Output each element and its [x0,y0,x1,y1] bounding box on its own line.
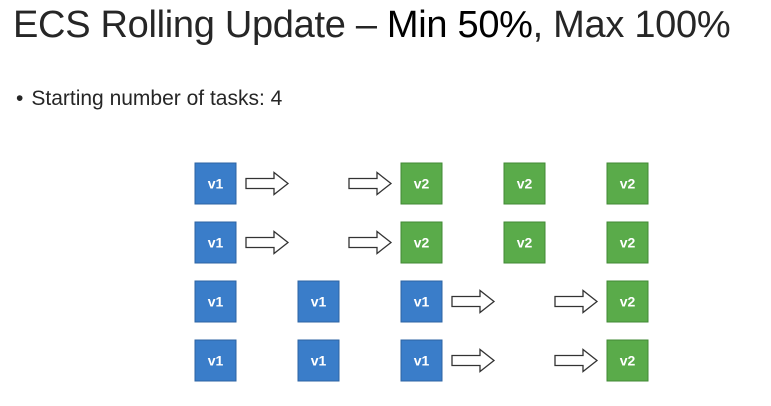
task-box-label: v2 [414,176,430,192]
task-box-label: v1 [414,294,430,310]
right-arrow-icon [245,230,290,255]
task-box-rect [606,162,649,205]
task-box-rect [606,280,649,323]
title-part-3: , Max 100% [532,4,731,46]
slide-title: ECS Rolling Update – Min 50%, Max 100% [13,4,731,47]
task-box-rect [400,339,443,382]
task-box-rect [503,162,546,205]
task-box-v2-c3-r0: v2 [503,162,546,205]
task-box-label: v1 [208,353,224,369]
task-box-label: v2 [620,176,636,192]
task-box-v2-c4-r3: v2 [606,339,649,382]
task-box-v1-c2-r2: v1 [400,280,443,323]
task-box-label: v1 [311,353,327,369]
task-box-label: v2 [517,235,533,251]
task-box-v1-c1-r2: v1 [297,280,340,323]
task-box-label: v2 [414,235,430,251]
task-box-v2-c2-r1: v2 [400,221,443,264]
right-arrow-icon [245,171,290,196]
right-arrow-icon [451,348,496,373]
task-box-v2-c4-r2: v2 [606,280,649,323]
right-arrow-icon [554,289,599,314]
right-arrow-icon [451,289,496,314]
task-box-rect [194,280,237,323]
task-box-label: v1 [208,176,224,192]
task-box-rect [297,280,340,323]
task-boxes: v1 v1 v1 v1 v1 v1 v2 v2 v1 v1 v2 v2 v2 v2 v2 v2 [194,162,649,382]
right-arrow-icon [348,171,393,196]
task-box-v1-c0-r3: v1 [194,339,237,382]
task-box-label: v1 [414,353,430,369]
right-arrow-icon [348,230,393,255]
task-box-rect [194,339,237,382]
task-box-label: v1 [208,235,224,251]
task-box-rect [400,221,443,264]
bullet-text: Starting number of tasks: 4 [31,87,283,110]
task-box-label: v2 [517,176,533,192]
bullet-dot: • [16,87,24,110]
task-box-rect [606,221,649,264]
title-part-2: Min 50% [386,4,533,46]
task-box-v1-c0-r1: v1 [194,221,237,264]
task-box-rect [194,221,237,264]
task-box-v1-c1-r3: v1 [297,339,340,382]
task-box-rect [194,162,237,205]
task-box-v1-c2-r3: v1 [400,339,443,382]
task-box-v1-c0-r0: v1 [194,162,237,205]
task-box-label: v1 [311,294,327,310]
task-box-rect [400,280,443,323]
task-box-label: v2 [620,353,636,369]
right-arrow-icon [554,348,599,373]
task-box-label: v2 [620,235,636,251]
task-box-label: v1 [208,294,224,310]
task-box-rect [400,162,443,205]
task-box-v2-c3-r1: v2 [503,221,546,264]
task-box-v1-c0-r2: v1 [194,280,237,323]
task-box-rect [297,339,340,382]
transition-arrows [245,171,599,373]
bullet-starting-tasks: • Starting number of tasks: 4 [16,87,282,111]
task-box-rect [503,221,546,264]
task-box-v2-c4-r1: v2 [606,221,649,264]
task-box-v2-c4-r0: v2 [606,162,649,205]
task-box-label: v2 [620,294,636,310]
task-box-rect [606,339,649,382]
task-box-v2-c2-r0: v2 [400,162,443,205]
title-part-1: ECS Rolling Update – [13,4,387,46]
